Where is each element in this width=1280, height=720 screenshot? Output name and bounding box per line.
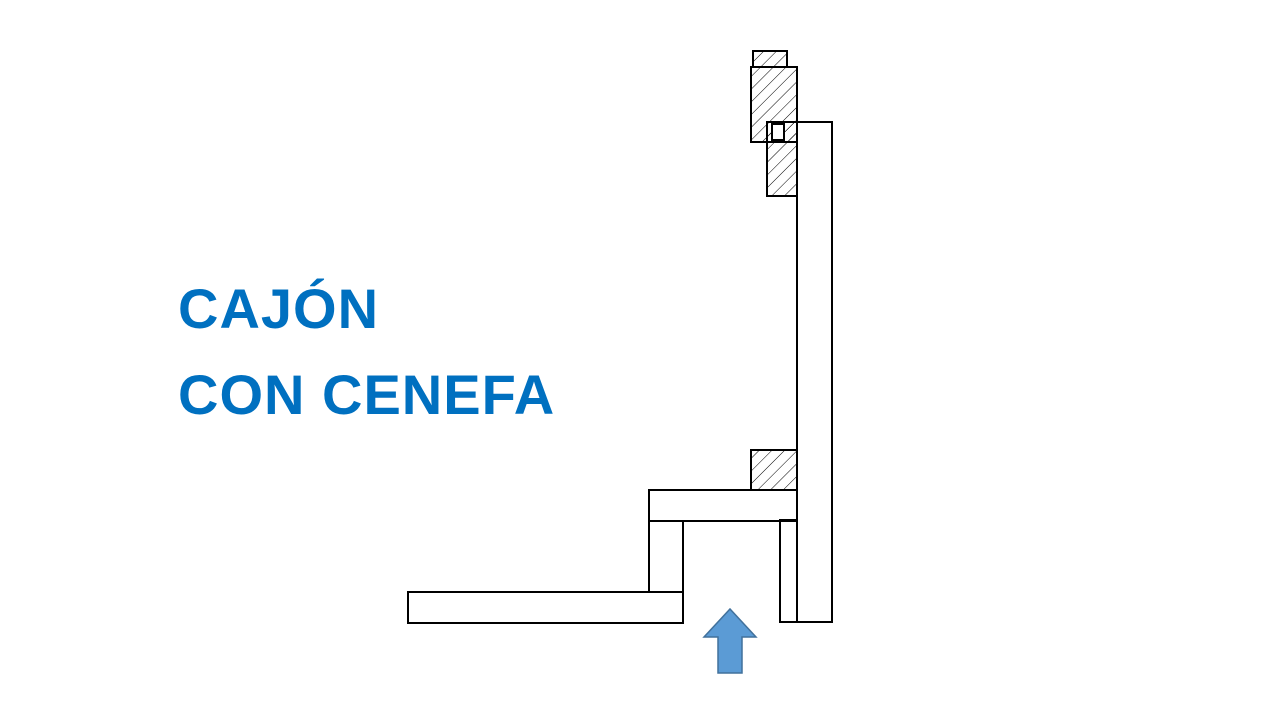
valance-top-board: [648, 489, 798, 522]
up-arrow-icon: [702, 607, 758, 674]
hatched-sections: [750, 50, 798, 491]
inner-strip: [779, 519, 798, 623]
bottom-board: [407, 591, 684, 624]
side-panel: [796, 121, 833, 623]
title-line-2: CON CENEFA: [178, 363, 556, 426]
title-line-1: CAJÓN: [178, 277, 380, 340]
rail-detail: [771, 123, 785, 141]
valance-leg: [648, 520, 684, 593]
hatched-block-top-small: [752, 50, 788, 68]
rail-notch: [771, 123, 785, 141]
hatched-block-bottom: [750, 449, 798, 491]
diagram-title: CAJÓN CON CENEFA: [178, 266, 555, 438]
drawing-lines: [407, 121, 833, 624]
